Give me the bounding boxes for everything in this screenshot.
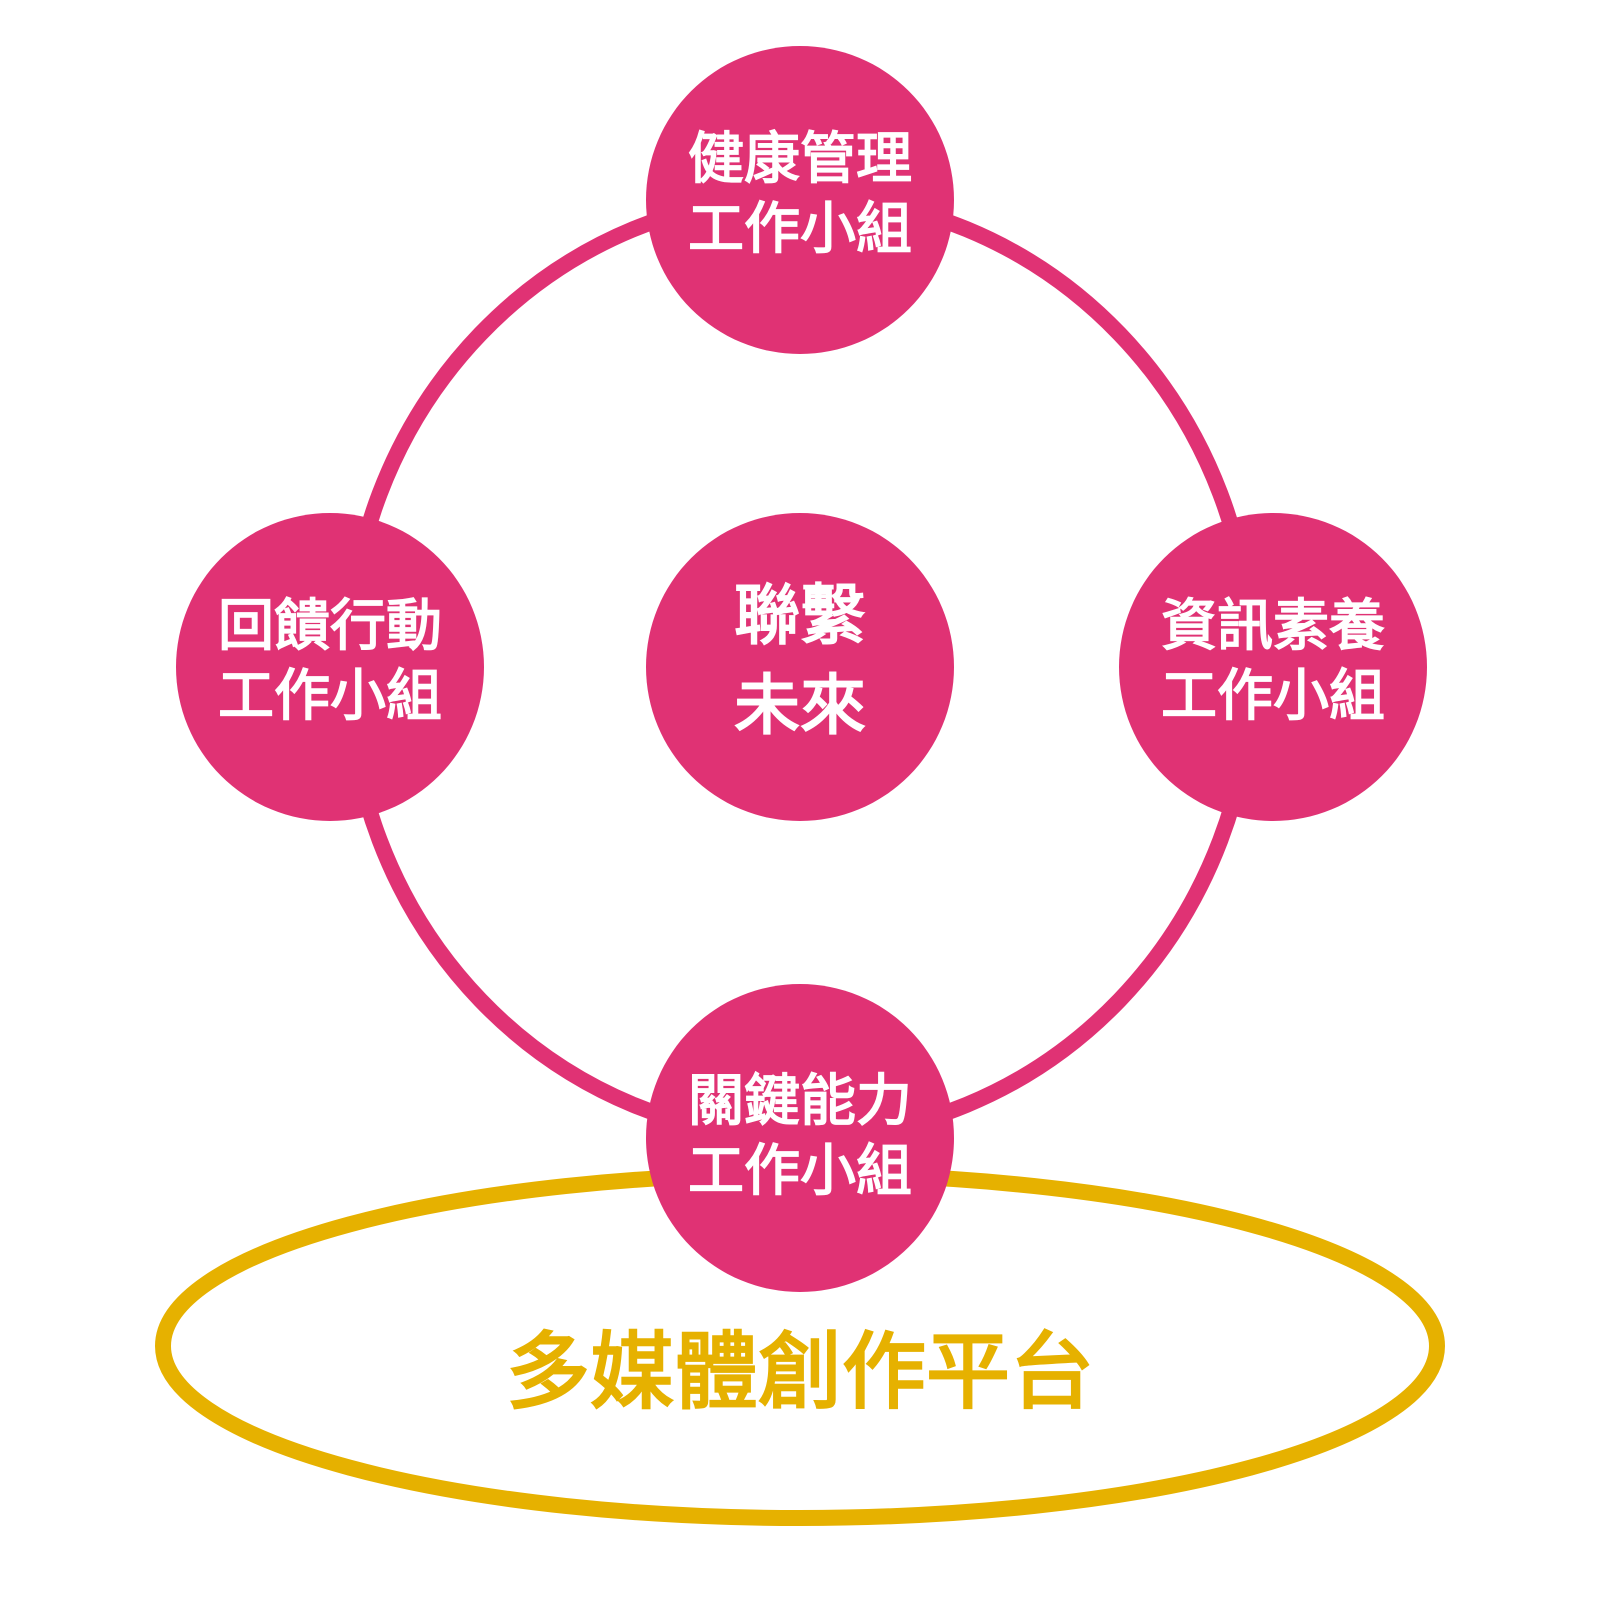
node-bottom-label-line1: 關鍵能力: [688, 1069, 912, 1134]
node-center-label-line1: 聯繫: [734, 577, 866, 654]
node-left-label-line1: 回饋行動: [218, 594, 442, 659]
node-left-circle: [176, 513, 484, 821]
node-left-label-line2: 工作小組: [218, 664, 442, 729]
node-bottom-circle: [646, 984, 954, 1292]
node-bottom-label-line2: 工作小組: [688, 1139, 912, 1204]
node-center: 聯繫 未來: [646, 513, 954, 821]
node-center-label-line2: 未來: [734, 667, 866, 744]
node-center-circle: [646, 513, 954, 821]
node-right: 資訊素養 工作小組: [1119, 513, 1427, 821]
node-right-circle: [1119, 513, 1427, 821]
node-top-label-line1: 健康管理: [688, 127, 912, 192]
node-right-label-line2: 工作小組: [1161, 664, 1385, 729]
node-top-label-line2: 工作小組: [688, 197, 912, 262]
node-bottom: 關鍵能力 工作小組: [646, 984, 954, 1292]
platform-label: 多媒體創作平台: [506, 1323, 1094, 1421]
node-top: 健康管理 工作小組: [646, 46, 954, 354]
node-left: 回饋行動 工作小組: [176, 513, 484, 821]
node-top-circle: [646, 46, 954, 354]
node-right-label-line1: 資訊素養: [1161, 594, 1386, 659]
